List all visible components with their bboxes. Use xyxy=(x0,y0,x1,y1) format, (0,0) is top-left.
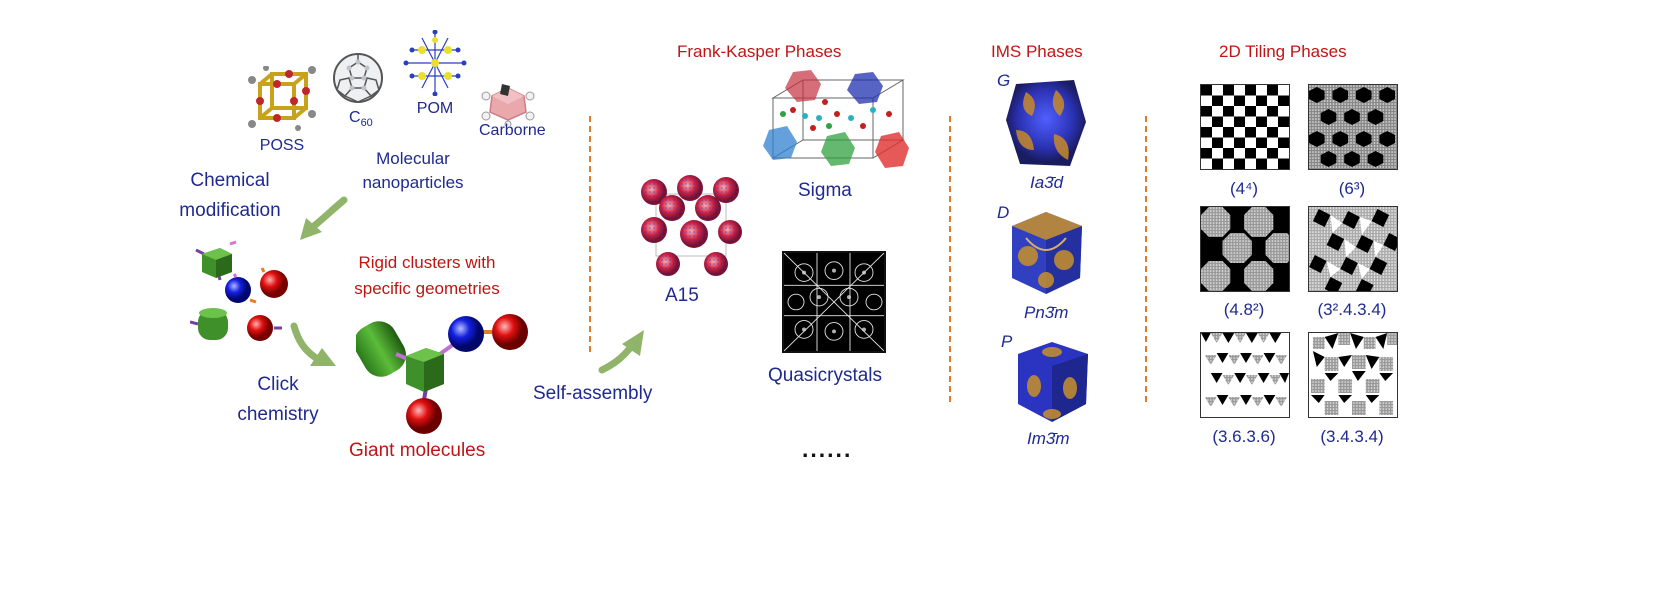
poss-label: POSS xyxy=(252,137,312,155)
ims-p-structure-image xyxy=(1012,338,1092,426)
divider-1 xyxy=(589,116,591,352)
tiling-title: 2D Tiling Phases xyxy=(1219,42,1347,62)
ims-d-space-group: Pn3̄m xyxy=(1024,303,1068,323)
c60-molecule-image xyxy=(330,50,386,106)
ims-g-space-group: Ia3̄d xyxy=(1030,173,1063,193)
ims-p-space-group: Im3̄m xyxy=(1027,429,1070,449)
arrow-to-clusters xyxy=(296,196,348,244)
tiling-label-4: (3².4.3.4) xyxy=(1304,300,1400,320)
pom-molecule-image xyxy=(402,30,468,96)
ims-d-structure-image xyxy=(1006,208,1086,298)
carborne-label: Carborne xyxy=(479,122,546,140)
self-assembly-label: Self-assembly xyxy=(533,383,652,405)
carborne-molecule-image xyxy=(480,82,536,126)
tiling-3-2-4-3-4-image xyxy=(1308,206,1398,292)
poss-molecule-image xyxy=(246,66,318,136)
c60-label: C60 xyxy=(349,109,373,129)
chemical-modification-label: Chemical modification xyxy=(160,166,300,226)
divider-2 xyxy=(949,116,951,402)
tiling-3-6-3-6-image xyxy=(1200,332,1290,418)
tiling-6-3-image xyxy=(1308,84,1398,170)
tiling-4-4-image xyxy=(1200,84,1290,170)
quasicrystal-pattern-image xyxy=(782,251,886,353)
tiling-label-3: (4.8²) xyxy=(1200,300,1288,320)
quasicrystals-label: Quasicrystals xyxy=(768,365,882,387)
a15-label: A15 xyxy=(665,285,699,307)
divider-3 xyxy=(1145,116,1147,402)
more-phases-ellipsis: ...... xyxy=(802,436,852,463)
tiling-3-4-3-4-image xyxy=(1308,332,1398,418)
rigid-clusters-label: Rigid clusters with specific geometries xyxy=(334,250,520,302)
tiling-label-5: (3.6.3.6) xyxy=(1196,427,1292,447)
arrow-to-giant-molecules xyxy=(290,322,340,372)
ims-p-letter: P xyxy=(1001,332,1012,352)
arrow-to-phases xyxy=(598,328,650,376)
frank-kasper-title: Frank-Kasper Phases xyxy=(677,42,841,62)
tiling-label-2: (6³) xyxy=(1308,179,1396,199)
sigma-label: Sigma xyxy=(798,180,852,202)
tiling-4-8-2-image xyxy=(1200,206,1290,292)
ims-g-structure-image xyxy=(1004,78,1088,170)
tiling-label-1: (4⁴) xyxy=(1200,179,1288,199)
molecular-nanoparticles-label: Molecular nanoparticles xyxy=(350,147,476,195)
a15-structure-image xyxy=(636,174,746,280)
sigma-structure-image xyxy=(763,70,913,180)
tiling-label-6: (3.4.3.4) xyxy=(1304,427,1400,447)
click-chemistry-label: Click chemistry xyxy=(218,370,338,430)
pom-label: POM xyxy=(405,100,465,118)
ims-title: IMS Phases xyxy=(991,42,1083,62)
rigid-clusters-image xyxy=(190,240,294,346)
giant-molecules-label: Giant molecules xyxy=(349,440,485,462)
giant-molecule-image xyxy=(356,310,532,436)
